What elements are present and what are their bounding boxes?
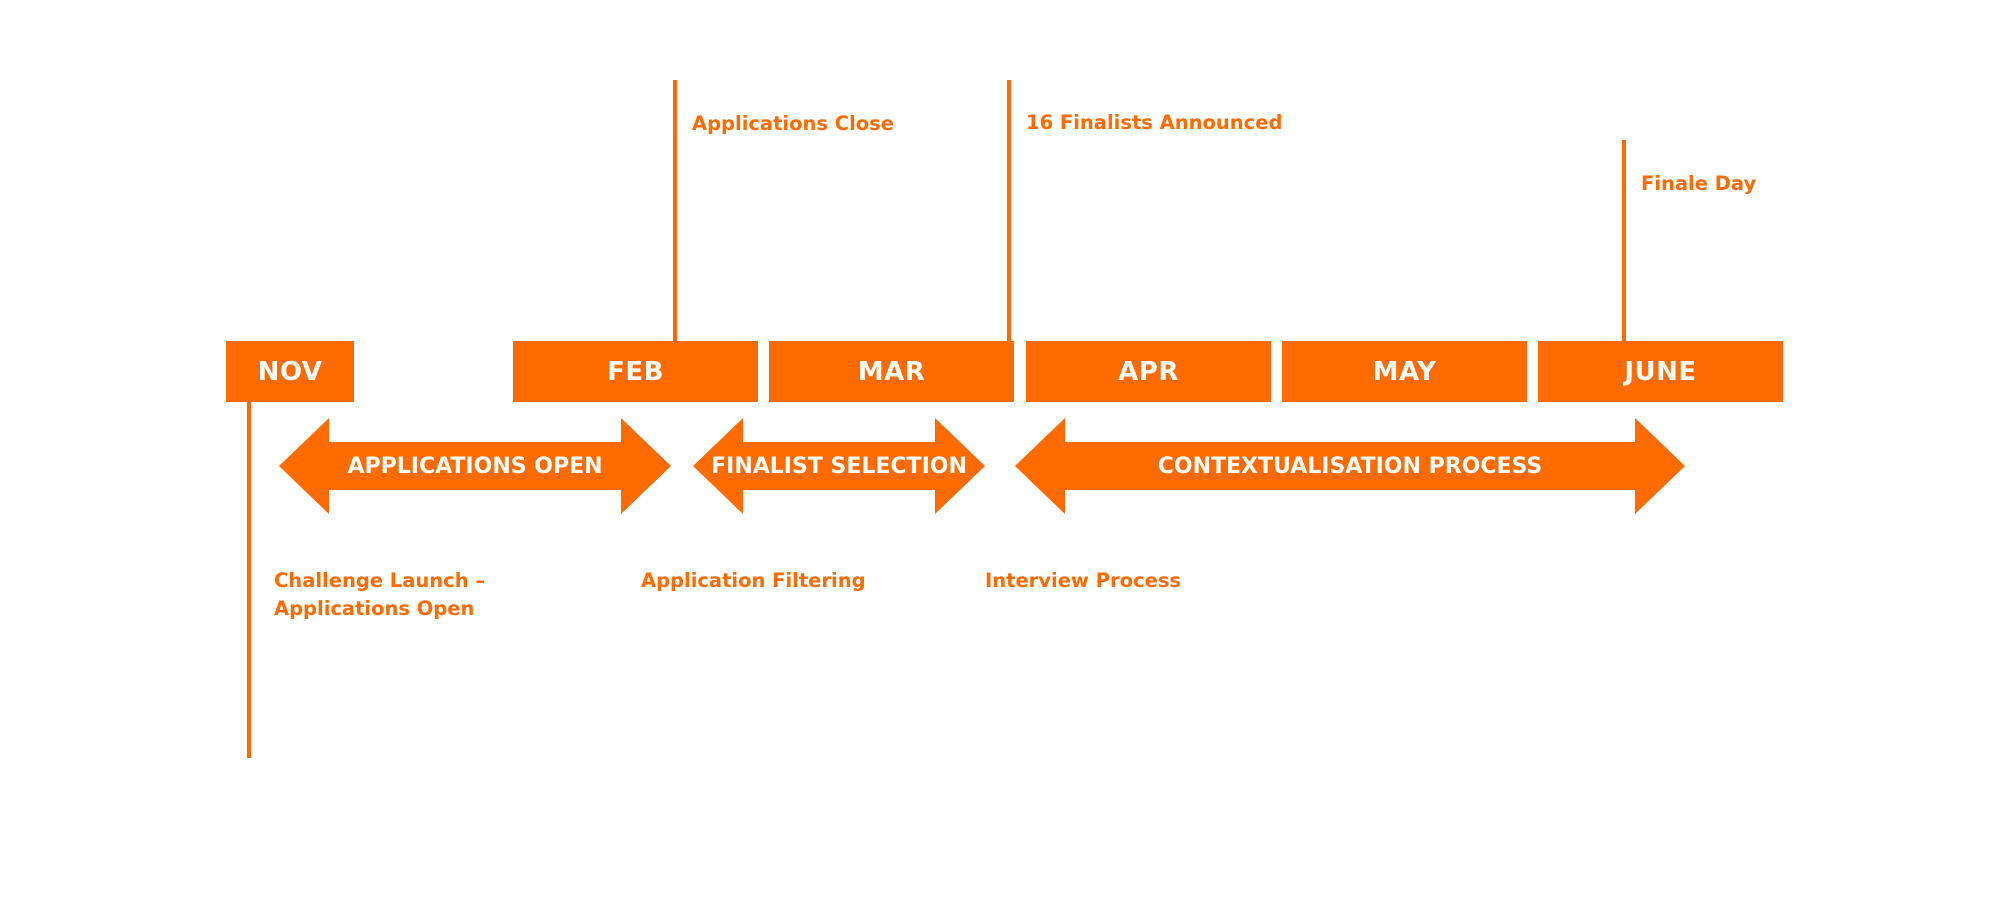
milestone-finale-day: Finale Day [1641,172,1757,195]
month-feb: FEB [513,341,758,402]
phase-label: FINALIST SELECTION [711,453,967,479]
phase-applications-open: APPLICATIONS OPEN [279,418,671,514]
double-arrow-shape [1015,418,1685,514]
month-nov: NOV [226,341,354,402]
applications-close-marker-line [673,80,677,341]
milestone-applications-close: Applications Close [692,112,894,135]
phase-label: APPLICATIONS OPEN [347,453,603,479]
milestone-interview-process: Interview Process [985,569,1182,592]
finalists-announced-marker-line [1007,80,1011,341]
challenge-launch-marker-line [247,402,251,758]
double-arrow-shape [279,418,671,514]
milestone-challenge-launch-line2: Applications Open [274,597,475,620]
month-june: JUNE [1538,341,1783,402]
double-arrow-shape [693,418,985,514]
month-mar: MAR [769,341,1014,402]
month-apr: APR [1026,341,1271,402]
month-may: MAY [1282,341,1527,402]
milestone-finalists-announced: 16 Finalists Announced [1026,111,1283,134]
finale-day-marker-line [1622,140,1626,341]
phase-contextualisation-process: CONTEXTUALISATION PROCESS [1015,418,1685,514]
milestone-application-filtering: Application Filtering [641,569,866,592]
milestone-challenge-launch-line1: Challenge Launch – [274,569,486,592]
milestone-challenge-launch: Challenge Launch – Applications Open [274,567,485,623]
phase-label: CONTEXTUALISATION PROCESS [1157,453,1543,479]
phase-finalist-selection: FINALIST SELECTION [693,418,985,514]
